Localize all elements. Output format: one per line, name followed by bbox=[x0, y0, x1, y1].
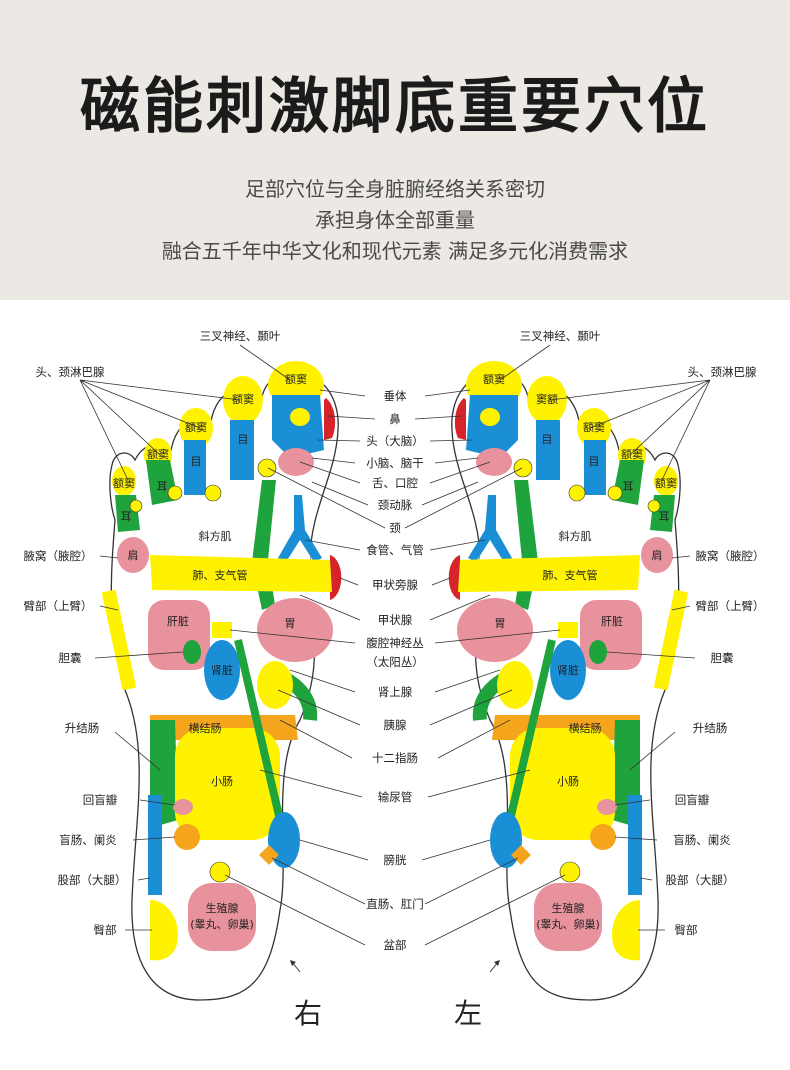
label-ileocecal-right: 回盲瓣 bbox=[83, 793, 118, 807]
zone-liver: 肝脏 bbox=[167, 615, 189, 628]
subtitle-line-1: 足部穴位与全身脏腑经络关系密切 bbox=[245, 177, 545, 201]
label-head-brain: 头（大脑） bbox=[366, 434, 424, 448]
zone-transverse-colon: 横结肠 bbox=[569, 721, 602, 735]
zone-small-intestine: 小肠 bbox=[211, 775, 233, 788]
label-buttock-right: 臀部 bbox=[94, 923, 117, 937]
label-lymph-right: 头、颈淋巴腺 bbox=[36, 365, 105, 379]
label-gallbladder-right: 胆囊 bbox=[59, 651, 82, 665]
zone-sinus-alt: 窦额 bbox=[536, 393, 558, 406]
label-adrenal: 肾上腺 bbox=[378, 685, 413, 699]
zone-sinus: 额窦 bbox=[483, 373, 505, 386]
zone-sinus: 额窦 bbox=[232, 393, 254, 406]
label-esophagus: 食管、气管 bbox=[366, 543, 424, 557]
header-banner: 磁能刺激脚底重要穴位 足部穴位与全身脏腑经络关系密切 承担身体全部重量 融合五千… bbox=[0, 0, 790, 300]
zone-liver: 肝脏 bbox=[601, 615, 623, 628]
zone-gonad: 生殖腺 bbox=[552, 901, 585, 915]
label-cecum-left: 盲肠、阑炎 bbox=[673, 833, 731, 847]
zone-small-intestine: 小肠 bbox=[557, 775, 579, 788]
leader-lines bbox=[79, 344, 711, 946]
label-carotid: 颈动脉 bbox=[378, 498, 413, 512]
label-bladder: 膀胱 bbox=[384, 853, 407, 867]
subtitle-line-3: 融合五千年中华文化和现代元素 满足多元化消费需求 bbox=[161, 239, 629, 263]
label-thigh-right: 股部（大腿） bbox=[58, 873, 127, 887]
label-pelvis: 盆部 bbox=[384, 938, 407, 952]
label-ascending-colon-right: 升结肠 bbox=[65, 721, 100, 735]
zone-lung: 肺、支气管 bbox=[543, 568, 598, 582]
page-title: 磁能刺激脚底重要穴位 bbox=[80, 72, 710, 142]
zone-shoulder: 肩 bbox=[128, 548, 139, 562]
label-upper-arm-left: 臂部（上臂） bbox=[696, 599, 765, 613]
zone-stomach: 胃 bbox=[285, 617, 296, 630]
zone-eye: 目 bbox=[542, 433, 553, 446]
zone-ear: 耳 bbox=[157, 480, 168, 493]
subtitle-line-2: 承担身体全部重量 bbox=[315, 208, 475, 232]
zone-gonad: 生殖腺 bbox=[206, 901, 239, 915]
zone-ear: 耳 bbox=[659, 510, 670, 523]
label-parathyroid: 甲状旁腺 bbox=[372, 578, 418, 592]
label-duodenum: 十二指肠 bbox=[372, 751, 418, 765]
zone-eye: 目 bbox=[191, 455, 202, 468]
label-thyroid: 甲状腺 bbox=[378, 613, 413, 627]
zone-kidney: 肾脏 bbox=[557, 664, 579, 677]
center-labels: 三叉神经、颞叶 三叉神经、颞叶 头、颈淋巴腺 头、颈淋巴腺 垂体 鼻 头（大脑）… bbox=[24, 329, 765, 952]
label-pituitary: 垂体 bbox=[384, 389, 407, 403]
label-cecum-right: 盲肠、阑炎 bbox=[59, 833, 117, 847]
label-left-foot: 左 bbox=[454, 997, 482, 1030]
zone-shoulder: 肩 bbox=[652, 548, 663, 562]
label-armpit-left: 腋窝（腋腔） bbox=[696, 549, 765, 563]
label-ascending-colon-left: 升结肠 bbox=[693, 721, 728, 735]
label-thigh-left: 股部（大腿） bbox=[666, 873, 735, 887]
label-right-foot: 右 bbox=[294, 997, 322, 1030]
zone-labels-left: 额窦 窦额 额窦 额窦 额窦 目 目 耳 耳 斜方肌 肩 肺、支气管 肝脏 胃 … bbox=[483, 373, 677, 931]
label-armpit-right: 腋窝（腋腔） bbox=[24, 549, 93, 563]
zone-trapezius: 斜方肌 bbox=[199, 529, 232, 543]
zone-sinus: 额窦 bbox=[113, 477, 135, 490]
zone-transverse-colon: 横结肠 bbox=[189, 721, 222, 735]
zone-stomach: 胃 bbox=[495, 617, 506, 630]
zone-eye: 目 bbox=[238, 433, 249, 446]
label-gallbladder-left: 胆囊 bbox=[711, 651, 734, 665]
zone-trapezius: 斜方肌 bbox=[559, 529, 592, 543]
label-tongue: 舌、口腔 bbox=[372, 476, 418, 490]
label-trigeminal-right: 三叉神经、颞叶 bbox=[200, 329, 281, 343]
zone-ear: 耳 bbox=[623, 480, 634, 493]
zone-eye: 目 bbox=[589, 455, 600, 468]
label-nose: 鼻 bbox=[389, 412, 401, 426]
label-pancreas: 胰腺 bbox=[384, 718, 407, 732]
zone-sinus: 额窦 bbox=[285, 373, 307, 386]
zone-ear: 耳 bbox=[121, 510, 132, 523]
label-lymph-left: 头、颈淋巴腺 bbox=[688, 365, 757, 379]
label-upper-arm-right: 臂部（上臂） bbox=[24, 599, 93, 613]
zone-sinus: 额窦 bbox=[621, 448, 643, 461]
zone-lung: 肺、支气管 bbox=[193, 568, 248, 582]
label-trigeminal-left: 三叉神经、颞叶 bbox=[520, 329, 601, 343]
zone-gonad-detail: (睾丸、卵巢) bbox=[536, 917, 600, 931]
foot-reflexology-diagram: 额窦 额窦 额窦 额窦 额窦 目 目 耳 耳 斜方肌 肩 肺、支气管 肝脏 胃 … bbox=[24, 329, 765, 1030]
zone-sinus: 额窦 bbox=[655, 477, 677, 490]
label-buttock-left: 臀部 bbox=[675, 923, 698, 937]
label-ileocecal-left: 回盲瓣 bbox=[675, 793, 710, 807]
label-ureter: 输尿管 bbox=[378, 790, 413, 804]
zone-labels-right: 额窦 额窦 额窦 额窦 额窦 目 目 耳 耳 斜方肌 肩 肺、支气管 肝脏 胃 … bbox=[113, 373, 307, 931]
zone-kidney: 肾脏 bbox=[211, 664, 233, 677]
zone-gonad-detail: (睾丸、卵巢) bbox=[190, 917, 254, 931]
label-celiac-plexus: 腹腔神经丛 bbox=[366, 636, 424, 650]
foot-markers: 右 左 bbox=[290, 960, 500, 1030]
label-solar-plexus: （太阳丛） bbox=[366, 655, 424, 669]
label-rectum: 直肠、肛门 bbox=[366, 897, 424, 911]
zone-sinus: 额窦 bbox=[147, 448, 169, 461]
label-neck: 颈 bbox=[389, 521, 401, 535]
label-cerebellum: 小脑、脑干 bbox=[366, 456, 424, 470]
